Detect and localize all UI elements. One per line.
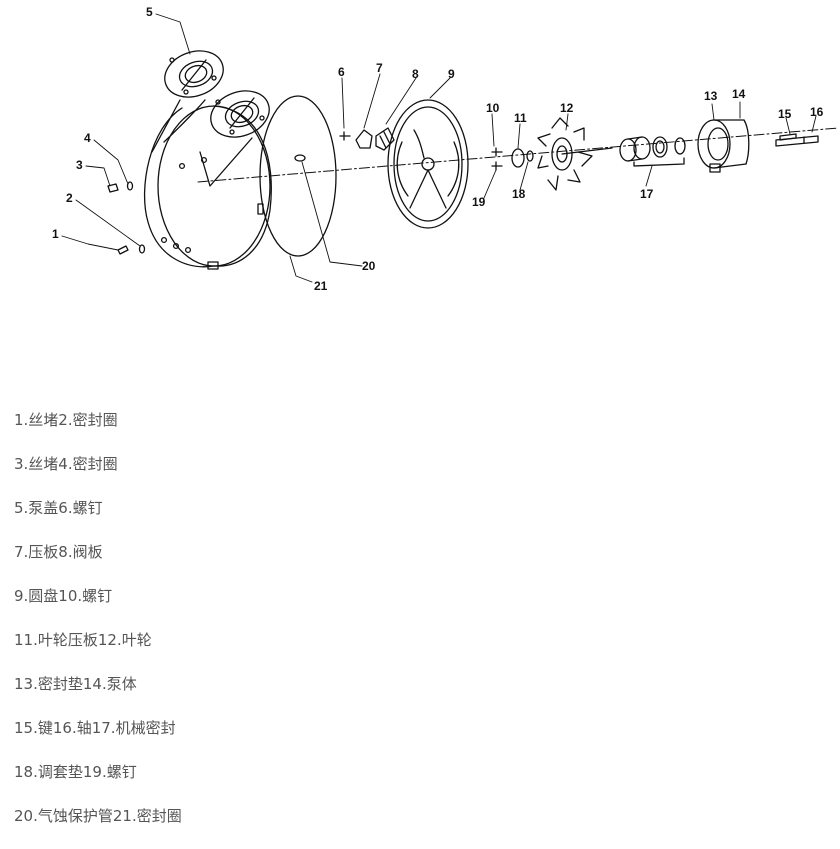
plug-1 — [117, 245, 129, 255]
callout-20: 20 — [362, 259, 376, 273]
disc-9 — [387, 99, 469, 229]
callout-17: 17 — [640, 187, 654, 201]
callout-1: 1 — [52, 227, 59, 241]
legend-line: 1.丝堵2.密封圈 — [14, 411, 118, 429]
callout-9: 9 — [448, 67, 455, 81]
legend-line: 3.丝堵4.密封圈 — [14, 455, 118, 473]
callout-3: 3 — [76, 158, 83, 172]
center-axis — [197, 127, 839, 183]
callout-14: 14 — [732, 87, 746, 101]
legend-line: 15.键16.轴17.机械密封 — [14, 719, 176, 737]
legend-line: 5.泵盖6.螺钉 — [14, 499, 103, 517]
pump-body-14 — [697, 119, 750, 173]
callout-6: 6 — [338, 65, 345, 79]
adjusting-pad-18 — [526, 150, 534, 162]
shaft-16 — [775, 133, 819, 147]
cavitation-tube-20 — [294, 154, 306, 162]
callout-labels: 1 2 3 4 5 6 7 8 9 10 11 12 13 14 15 16 1… — [52, 5, 824, 293]
legend-line: 9.圆盘10.螺钉 — [14, 587, 113, 605]
legend-line: 20.气蚀保护管21.密封圈 — [14, 807, 182, 825]
press-plate-7 — [355, 129, 373, 149]
screw-10 — [491, 147, 503, 157]
legend-line: 13.密封垫14.泵体 — [14, 675, 137, 693]
callout-15: 15 — [778, 107, 792, 121]
callout-12: 12 — [560, 101, 574, 115]
legend-line: 18.调套垫19.螺钉 — [14, 763, 137, 781]
callout-11: 11 — [514, 111, 527, 125]
seal-ring-21 — [259, 95, 337, 257]
impeller-12 — [537, 117, 613, 191]
callout-19: 19 — [472, 195, 486, 209]
impeller-press-plate-11 — [511, 148, 525, 168]
screw-6 — [339, 131, 351, 141]
seal-ring-4 — [126, 181, 134, 191]
callout-7: 7 — [376, 61, 383, 75]
callout-18: 18 — [512, 187, 526, 201]
exploded-pump-diagram: 1 2 3 4 5 6 7 8 9 10 11 12 13 14 15 16 1… — [52, 5, 839, 293]
seal-ring-2 — [138, 244, 146, 254]
screw-19 — [491, 161, 503, 171]
callout-5: 5 — [146, 5, 153, 19]
callout-10: 10 — [486, 101, 500, 115]
callout-21: 21 — [314, 279, 328, 293]
plug-3 — [107, 183, 119, 193]
mechanical-seal-17 — [619, 136, 686, 167]
callout-13: 13 — [704, 89, 718, 103]
valve-plate-8 — [375, 127, 395, 151]
callout-16: 16 — [810, 105, 824, 119]
callout-4: 4 — [84, 131, 91, 145]
parts-legend: 1.丝堵2.密封圈 3.丝堵4.密封圈 5.泵盖6.螺钉 7.压板8.阀板 9.… — [14, 404, 182, 844]
legend-line: 11.叶轮压板12.叶轮 — [14, 631, 152, 649]
pump-cover — [143, 50, 272, 270]
callout-2: 2 — [66, 191, 73, 205]
callout-8: 8 — [412, 67, 419, 81]
legend-line: 7.压板8.阀板 — [14, 543, 103, 561]
